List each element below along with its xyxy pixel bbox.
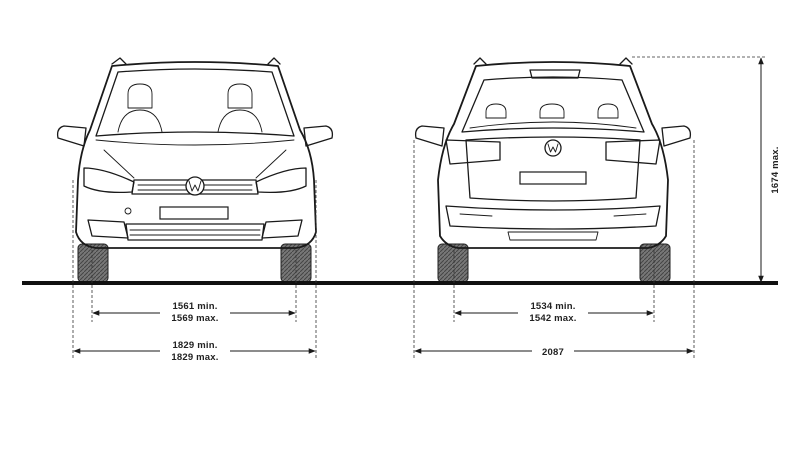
height-label: 1674 max. bbox=[770, 146, 781, 193]
rear-right-tire bbox=[639, 243, 671, 283]
extension-lines bbox=[72, 56, 765, 360]
rear-license-plate bbox=[519, 171, 587, 185]
rear-track-max-label: 1542 max. bbox=[529, 313, 576, 324]
front-track-max-label: 1569 max. bbox=[171, 313, 218, 324]
rear-width-label: 2087 bbox=[542, 347, 564, 358]
vw-logo-front-icon bbox=[185, 176, 205, 196]
front-track-min-label: 1561 min. bbox=[172, 301, 217, 312]
rear-track-min-label: 1534 min. bbox=[530, 301, 575, 312]
front-view-car bbox=[56, 57, 334, 283]
rear-view-car bbox=[414, 57, 692, 283]
front-left-tire bbox=[77, 243, 109, 283]
vw-logo-rear-icon bbox=[544, 139, 562, 157]
front-width-max-label: 1829 max. bbox=[171, 352, 218, 363]
front-width-min-label: 1829 min. bbox=[172, 340, 217, 351]
rear-left-tire bbox=[437, 243, 469, 283]
front-license-plate bbox=[159, 206, 229, 220]
